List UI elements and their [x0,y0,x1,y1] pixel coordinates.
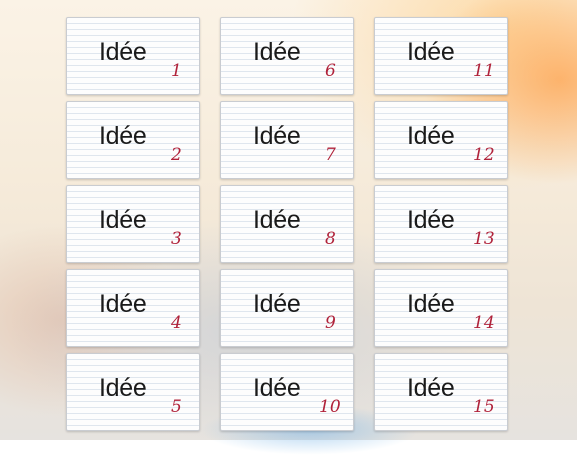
idea-number: 5 [171,397,182,417]
idea-card-15: Idée 15 [374,353,508,431]
idea-label: Idée [99,38,146,67]
idea-label: Idée [253,374,300,403]
idea-card-6: Idée 6 [220,17,354,95]
idea-card-1: Idée 1 [66,17,200,95]
idea-number: 10 [319,397,341,417]
idea-label: Idée [407,38,454,67]
idea-card-5: Idée 5 [66,353,200,431]
idea-label: Idée [253,122,300,151]
idea-number: 9 [325,313,336,333]
idea-card-4: Idée 4 [66,269,200,347]
idea-card-14: Idée 14 [374,269,508,347]
idea-number: 15 [473,397,495,417]
idea-number: 2 [171,145,182,165]
idea-card-7: Idée 7 [220,101,354,179]
idea-number: 14 [473,313,495,333]
idea-card-3: Idée 3 [66,185,200,263]
idea-label: Idée [99,290,146,319]
idea-label: Idée [407,290,454,319]
idea-label: Idée [407,206,454,235]
idea-number: 7 [325,145,336,165]
idea-card-12: Idée 12 [374,101,508,179]
idea-label: Idée [99,122,146,151]
idea-card-8: Idée 8 [220,185,354,263]
idea-number: 11 [473,61,495,81]
idea-number: 3 [171,229,182,249]
idea-card-11: Idée 11 [374,17,508,95]
idea-label: Idée [253,38,300,67]
idea-card-9: Idée 9 [220,269,354,347]
idea-number: 13 [473,229,495,249]
idea-card-13: Idée 13 [374,185,508,263]
idea-number: 4 [171,313,182,333]
idea-number: 8 [325,229,336,249]
idea-label: Idée [407,374,454,403]
idea-number: 12 [473,145,495,165]
idea-label: Idée [407,122,454,151]
idea-label: Idée [99,206,146,235]
idea-label: Idée [253,290,300,319]
idea-card-10: Idée 10 [220,353,354,431]
idea-label: Idée [99,374,146,403]
idea-number: 1 [171,61,182,81]
idea-number: 6 [325,61,336,81]
idea-card-2: Idée 2 [66,101,200,179]
idea-card-grid: Idée 1 Idée 2 Idée 3 Idée 4 Idée 5 Idée … [66,17,509,435]
idea-label: Idée [253,206,300,235]
